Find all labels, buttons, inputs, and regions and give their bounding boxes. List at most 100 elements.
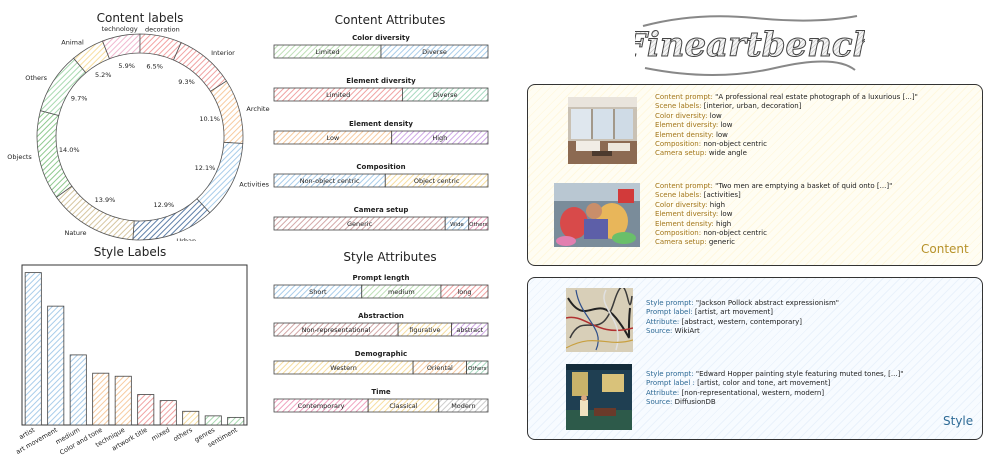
example-detail-row: Style prompt: "Edward Hopper painting st…	[646, 370, 904, 379]
style-examples-panel: Style prompt: "Jackson Pollock abstract …	[527, 277, 983, 440]
attr-group-title: Time	[371, 388, 391, 396]
attr-group-title: Prompt length	[352, 274, 410, 282]
bar-art-movement	[47, 305, 65, 426]
example-detail-row: Camera setup: generic	[655, 238, 892, 247]
donut-category-label: Urban	[176, 237, 196, 241]
detail-value: low	[709, 111, 722, 120]
logo-text: Fineartbench	[635, 25, 865, 65]
attr-group-title: Camera setup	[353, 206, 409, 214]
content-attributes-title: Content Attributes	[334, 13, 446, 27]
example-detail-row: Content prompt: "Two men are emptying a …	[655, 182, 892, 191]
example-detail-row: Attribute: [non-representational, wester…	[646, 389, 904, 398]
detail-value: generic	[708, 238, 736, 247]
bar-artist	[24, 272, 42, 426]
example-detail-row: Content prompt: "A professional real est…	[655, 93, 918, 102]
detail-key: Style prompt:	[646, 370, 696, 378]
detail-key: Color diversity:	[655, 111, 710, 120]
detail-key: Attribute:	[646, 388, 682, 397]
attr-segment-label: Modern	[451, 402, 475, 410]
attr-segment-label: Limited	[326, 91, 350, 99]
attr-segment-label: High	[432, 134, 447, 142]
attr-group-title: Composition	[356, 163, 406, 171]
donut-category-label: Others	[25, 74, 47, 82]
detail-value: "A professional real estate photograph o…	[715, 93, 918, 101]
attr-segment-label: Others	[468, 366, 487, 372]
attr-segment-label: Low	[326, 134, 339, 142]
donut-value-label: 9.3%	[178, 78, 195, 86]
detail-value: [interior, urban, decoration]	[703, 102, 802, 111]
attr-segment-label: long	[457, 288, 471, 296]
detail-key: Element diversity:	[655, 121, 721, 130]
bar-title: Style Labels	[93, 245, 167, 259]
style-tag: Style	[943, 414, 974, 428]
donut-slice-decoration	[139, 33, 182, 61]
bar-plot-frame	[21, 264, 248, 426]
detail-value: "Two men are emptying a basket of quid o…	[715, 182, 893, 190]
example-detail-row: Composition: non-object centric	[655, 140, 918, 149]
detail-key: Source:	[646, 327, 675, 336]
detail-key: Content prompt:	[655, 182, 716, 190]
donut-value-label: 12.9%	[154, 201, 175, 209]
example-details: Content prompt: "A professional real est…	[655, 93, 918, 159]
detail-key: Color diversity:	[655, 200, 710, 209]
example-detail-row: Prompt label: [artist, art movement]	[646, 308, 839, 317]
donut-value-label: 5.9%	[118, 62, 135, 70]
attr-group-title: Element density	[349, 120, 413, 128]
detail-value: [artist, art movement]	[694, 308, 774, 317]
example-detail-row: Camera setup: wide angle	[655, 149, 918, 158]
donut-value-label: 12.1%	[195, 164, 216, 172]
detail-key: Composition:	[655, 229, 704, 238]
donut-category-label: Architecture	[246, 105, 270, 113]
attr-segment	[466, 360, 489, 375]
detail-key: Attribute:	[646, 317, 682, 326]
attr-group-title: Abstraction	[358, 312, 404, 320]
example-detail-row: Scene labels: [interior, urban, decorati…	[655, 102, 918, 111]
example-detail-row: Element diversity: low	[655, 210, 892, 219]
content-labels-donut: 9.3%Interior10.1%Architecture12.1%Activi…	[7, 26, 270, 241]
detail-key: Content prompt:	[655, 93, 716, 101]
donut-category-label: technology	[102, 26, 138, 33]
bar-genres	[204, 415, 222, 426]
attr-segment-label: Diverse	[422, 48, 447, 56]
style-attributes-title: Style Attributes	[343, 250, 437, 264]
example-details: Content prompt: "Two men are emptying a …	[655, 182, 892, 248]
example-detail-row: Element density: high	[655, 220, 892, 229]
example-detail-row: Source: WikiArt	[646, 327, 839, 336]
donut-slice-technology	[102, 33, 141, 60]
detail-value: non-object centric	[703, 140, 767, 149]
detail-value: low	[720, 121, 733, 130]
example-detail-row: Prompt label : [artist, color and tone, …	[646, 379, 904, 388]
attr-group-title: Demographic	[354, 350, 408, 358]
example-details: Style prompt: "Jackson Pollock abstract …	[646, 299, 839, 337]
logo: Fineartbench	[635, 15, 865, 76]
example-detail-row: Scene labels: [activities]	[655, 191, 892, 200]
attr-segment-label: Non-object centric	[300, 177, 360, 185]
detail-value: non-object centric	[703, 229, 767, 238]
attr-segment-label: Short	[309, 288, 327, 296]
attr-segment	[391, 130, 489, 145]
detail-key: Camera setup:	[655, 149, 709, 158]
bar-technique	[114, 375, 132, 426]
attr-segment-label: Western	[330, 364, 357, 372]
attr-segment-label: Classical	[389, 402, 417, 410]
bar-others	[182, 410, 200, 426]
attr-segment-label: Wide	[450, 222, 464, 228]
donut-title: Content labels	[96, 11, 184, 25]
bar-tick-label: mixed	[150, 426, 171, 443]
example-detail-row: Attribute: [abstract, western, contempor…	[646, 318, 839, 327]
detail-value: high	[715, 219, 732, 228]
activity-photo	[554, 183, 640, 247]
donut-category-label: Interior	[211, 49, 235, 57]
attr-segment-label: figurative	[409, 326, 440, 334]
donut-value-label: 10.1%	[199, 115, 220, 123]
donut-value-label: 6.5%	[146, 63, 163, 71]
pollock-painting	[566, 288, 633, 352]
attr-group-title: Color diversity	[352, 34, 410, 42]
detail-value: [activities]	[703, 191, 741, 200]
